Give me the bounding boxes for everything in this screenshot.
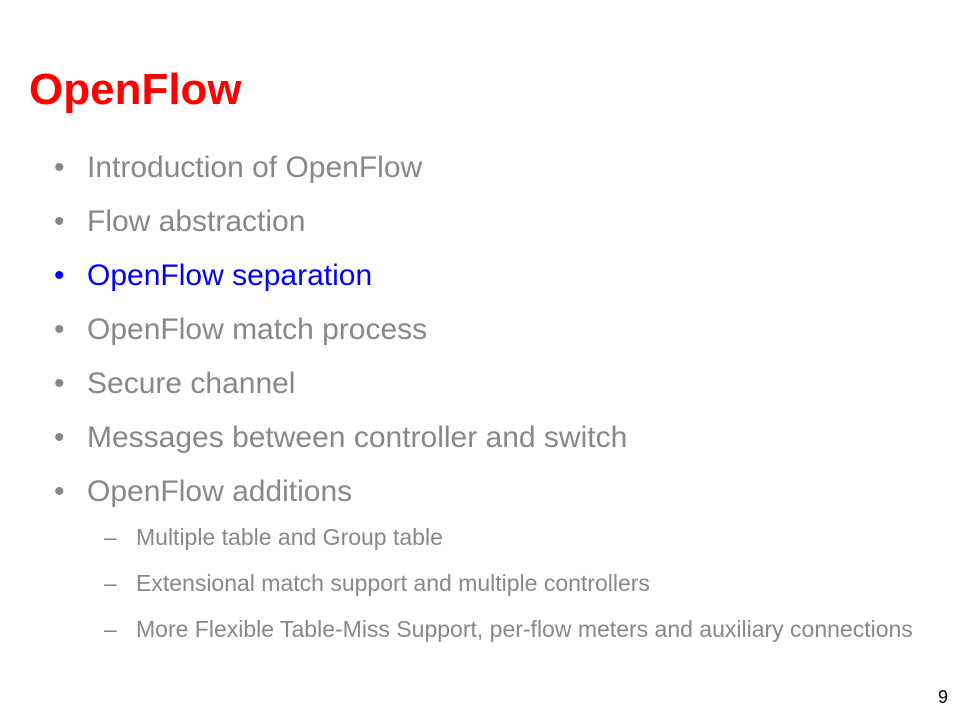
bullet-dot: •	[54, 367, 65, 400]
sub-bullet-label: Multiple table and Group table	[136, 524, 443, 550]
sub-bullet-item-table-miss: – More Flexible Table-Miss Support, per-…	[104, 615, 924, 644]
bullet-list: • Introduction of OpenFlow • Flow abstra…	[54, 141, 934, 661]
sub-bullet-label: Extensional match support and multiple c…	[136, 570, 650, 596]
bullet-dot: •	[54, 205, 65, 238]
bullet-dot: •	[54, 259, 65, 292]
bullet-dot: •	[54, 475, 65, 508]
bullet-item-flow-abstraction: • Flow abstraction	[54, 195, 934, 249]
bullet-item-additions: • OpenFlow additions	[54, 465, 934, 519]
bullet-item-secure-channel: • Secure channel	[54, 357, 934, 411]
bullet-item-match-process: • OpenFlow match process	[54, 303, 934, 357]
sub-bullet-container: – Multiple table and Group table – Exten…	[54, 523, 934, 644]
sub-bullet-dash: –	[104, 616, 117, 642]
bullet-item-openflow-separation: • OpenFlow separation	[54, 249, 934, 303]
page-number: 9	[937, 687, 948, 707]
bullet-label: OpenFlow additions	[87, 475, 353, 508]
bullet-label: Introduction of OpenFlow	[87, 151, 423, 184]
sub-bullet-label: More Flexible Table-Miss Support, per-fl…	[136, 616, 913, 642]
bullet-item-messages: • Messages between controller and switch	[54, 411, 934, 465]
bullet-label: OpenFlow match process	[87, 313, 428, 346]
bullet-label: Flow abstraction	[87, 205, 306, 238]
bullet-label: OpenFlow separation	[87, 259, 373, 292]
slide-title: OpenFlow	[29, 65, 242, 114]
bullet-label: Secure channel	[87, 367, 296, 400]
bullet-dot: •	[54, 151, 65, 184]
sub-bullet-dash: –	[104, 524, 117, 550]
bullet-label: Messages between controller and switch	[87, 421, 628, 454]
sub-bullet-list: – Multiple table and Group table – Exten…	[104, 523, 924, 644]
bullet-dot: •	[54, 313, 65, 346]
sub-bullet-dash: –	[104, 570, 117, 596]
bullet-dot: •	[54, 421, 65, 454]
sub-bullet-item-extensional-match: – Extensional match support and multiple…	[104, 569, 924, 598]
sub-bullet-item-multiple-table: – Multiple table and Group table	[104, 523, 924, 552]
bullet-item-introduction: • Introduction of OpenFlow	[54, 141, 934, 195]
